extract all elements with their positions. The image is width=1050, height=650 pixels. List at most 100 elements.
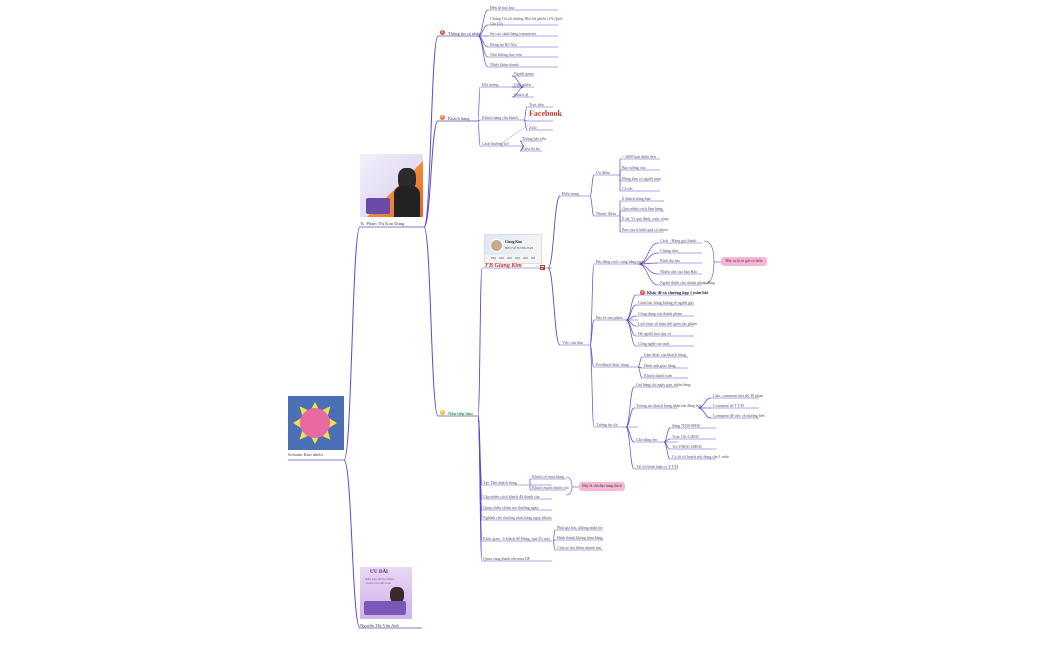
b3-s2-g2-item-3[interactable]: Hé người bao dạy có — [638, 331, 672, 336]
b3-s1-g1-item-0[interactable]: ~ 2000 bạn nhận tiền — [622, 154, 656, 159]
b3-tail-g2-item-2[interactable]: Chia sẻ hỏi thêm nhanh tim — [557, 545, 602, 550]
b3-tail-g2-item-1[interactable]: Hình thành không hàm bằng — [557, 535, 603, 540]
b3-tail-last[interactable]: Quan cùng thành tên mua DP — [483, 556, 531, 561]
b2-g2-item-0[interactable]: Trực tiếp — [529, 102, 544, 107]
fb-card-avatar — [490, 239, 503, 252]
b3-s2-g4-item-1[interactable]: Tương tác khách hàng nhân bài đăng bạo — [636, 403, 702, 408]
b3-s2-g2-item-2[interactable]: Lịch thực về hàm thế quen các phẩm — [638, 321, 697, 326]
b3-s2-g4-sub2-2[interactable]: Tối 19H30-20H30 — [672, 444, 702, 449]
b3-tail-item-2[interactable]: Nghĩnh cho chương trình bảng ngay khách — [483, 515, 552, 520]
b3-s2-g2-title[interactable]: Bài về sản phẩm — [596, 315, 623, 320]
b3-s2-g3-item-1[interactable]: Hình ảnh giao hàng — [644, 363, 676, 368]
connector-132 — [697, 407, 712, 419]
b3-s2-g4-sub1-2[interactable]: Comment để ước và thường bên — [713, 413, 765, 418]
branch1-title[interactable]: Thông tin cá nhân — [448, 31, 481, 36]
connector-11 — [477, 9, 489, 37]
connector-61 — [547, 267, 561, 346]
dashed-link — [499, 123, 531, 145]
b3-s1-g2-item-3[interactable]: Bao của tỉ hình quá cả nhóm — [622, 227, 668, 232]
connector-39 — [523, 119, 528, 131]
b3-s2-g4-sub1-1[interactable]: Comment từ T T/H — [713, 403, 744, 408]
b3-s1-g2-title[interactable]: Nhược điểm — [596, 211, 616, 216]
b3-s2-g4-item-2[interactable]: Cần đăng ôm — [636, 437, 658, 442]
b3-s1-g1-item-3[interactable]: Cá tốn — [622, 186, 633, 191]
b3-s1-g1-item-1[interactable]: Bao tường vào — [622, 165, 646, 170]
b3-tail-g1-title[interactable]: Tạo Tâm khách hàng — [483, 480, 517, 485]
branch3-title[interactable]: Nấu tiếp làm — [448, 411, 473, 416]
b3-s2-g3-item-2[interactable]: Khách thành toán — [644, 373, 673, 378]
b3-tail-g1-pill[interactable]: Đây là chủ đạo bảng thích — [579, 482, 625, 491]
b3-s1-g2-item-2[interactable]: Ít hệ, Vì quý định, cuộc sống — [622, 216, 669, 221]
b3-s2-g4-item-3[interactable]: Tài lối bình luận có T T/H — [636, 464, 678, 469]
b2-g1-item-0[interactable]: Người gomo — [514, 71, 535, 76]
b1-item-4[interactable]: Nhỏ không bao rem — [490, 52, 522, 57]
b3-s2-g1-item-3[interactable]: Nhiều cần của bạn Bảo — [660, 269, 698, 274]
b2-g2-item-2[interactable]: Ziilo — [529, 125, 537, 130]
b1-item-0[interactable]: Đến từ bao bao — [490, 5, 515, 10]
root-image — [288, 396, 344, 450]
b3-s2-g2-item-0[interactable]: Canh bác hàng không rể người gửi — [638, 300, 694, 305]
connector-126 — [625, 426, 635, 470]
b3-s2-g1-item-0[interactable]: Cách - Hàng gợi thành — [660, 238, 697, 243]
b3-s2-g1-item-1[interactable]: Chúng như — [660, 248, 678, 253]
connector-27 — [477, 120, 481, 147]
b3-s2-g4-sub2-0[interactable]: Sáng 7H30-8H30 — [672, 423, 701, 428]
b3-s2-g4-sub1-0[interactable]: Like, comment nêu thì 30 phản — [713, 393, 763, 398]
b3-s1-g1-title[interactable]: Ưu điểm — [596, 170, 611, 175]
connector-97 — [637, 263, 659, 275]
b1-item-1[interactable]: Chúng Tôi tốt những Nhô bệ phiến (1N Quố… — [490, 16, 563, 26]
b3-s2-g2-star[interactable]: Khác để cá chương hẹp 1 tuần bắt — [647, 290, 709, 295]
b1-item-3[interactable]: Đồng ăn Hồ Nội — [490, 42, 517, 47]
root-label: Schaum Kim nhiều — [288, 452, 323, 457]
connector-23 — [477, 86, 481, 122]
b3-s1-g1-item-2[interactable]: Đông làm có người nam — [622, 176, 661, 181]
b2-g2-item-1[interactable]: Facebook — [529, 109, 562, 118]
b2-g1-item-2[interactable]: Khách lệ — [514, 92, 529, 97]
b2-g2-title[interactable]: Khách hàng cần khách — [482, 115, 519, 120]
b3-s2-g4-title[interactable]: Tương tác tốt — [596, 422, 618, 427]
b3-s1-g2-item-0[interactable]: Ít khách hàng bạn — [622, 196, 651, 201]
b3-s2-title[interactable]: Việc cần làm — [562, 340, 583, 345]
b3-s2-g1-title[interactable]: Bài đăng cuốc cùng hàng ngày — [596, 259, 646, 264]
b3-s2-g1-item-4[interactable]: Người thiên cho thành phảm đằng — [660, 280, 715, 285]
b3-s2-g1-pill[interactable]: Đây cụ là sẻ gửi có thờn — [721, 257, 767, 266]
b3-s2-g3-title[interactable]: Feedback khác hàng — [596, 362, 629, 367]
b3-tail-g2-title[interactable]: Khác gom / 6 khách để Đảng, qua lỗi mọi — [483, 536, 550, 541]
b3-s2-g4-sub2-3[interactable]: Có từ cổ hoạch nội dung sẵn 1 tuần — [672, 454, 729, 459]
b2-g1-item-1[interactable]: Chứ nhiều — [514, 82, 531, 87]
number-1-icon: 1 — [440, 30, 445, 35]
connector-45 — [477, 267, 483, 417]
connector-114 — [637, 356, 643, 368]
b3-s2-g3-item-0[interactable]: Làm khác của khách hàng — [644, 352, 686, 357]
number-2-icon: 2 — [440, 115, 445, 120]
connector-65 — [589, 195, 595, 217]
b2-g3-item-0[interactable]: Thông báo tiêu — [522, 136, 547, 141]
b3-tail-item-0[interactable]: Cập nhiều cách khách đã thành của — [483, 494, 540, 499]
connector-124 — [625, 426, 635, 443]
b3-tail-g1-item-1[interactable]: Khách muốn nhóm chỉ — [532, 485, 569, 490]
connector-1 — [343, 226, 361, 461]
b3-s1-g2-item-1[interactable]: Quá nhiều cách làm hàng — [622, 206, 663, 211]
b3-s2-g1-item-2[interactable]: Bình thọ ẩm — [660, 258, 680, 263]
b3-s2-g4-sub2-1[interactable]: Trưa 11h-12H30 — [672, 434, 699, 439]
connector-5 — [423, 35, 439, 228]
b1-item-2[interactable]: Sự cáo cảnh hàng trammvete — [490, 31, 537, 36]
person-top-image — [360, 154, 423, 217]
b2-g1-title[interactable]: Đối tượng — [482, 82, 499, 87]
b3-s2-g4-item-0[interactable]: Giá hàng chi ngày gan, nhân hàng — [636, 382, 691, 387]
b2-g3-title[interactable]: Cách thường bó? — [482, 141, 510, 146]
external-link-icon[interactable] — [540, 265, 545, 270]
branch2-title[interactable]: Khách hàng — [448, 116, 470, 121]
b3-s2-g2-item-4[interactable]: Công nghệ cao mới — [638, 341, 670, 346]
b2-g3-item-1[interactable]: Kiểu lát bỏ — [522, 146, 540, 151]
b3-s2-g2-item-1[interactable]: Công dụng của thành phẩm — [638, 311, 682, 316]
connector-89 — [589, 344, 595, 428]
fb-card-image[interactable]: Giang Kim HIỂU VỀ TƯƠNG BẢN — [484, 234, 542, 264]
b3-tail-item-1[interactable]: Quan chiều chăm sóc thường ngày — [483, 505, 539, 510]
b1-item-5[interactable]: Nhiệt khẩn doanh — [490, 62, 519, 67]
fb-card-label[interactable]: FB Giang Kim — [485, 263, 522, 269]
connector-57 — [477, 415, 483, 562]
b3-s1-title[interactable]: Điều trang — [562, 191, 579, 196]
b3-tail-g1-item-0[interactable]: Khách cổ mua hàng — [532, 474, 564, 479]
b3-tail-g2-item-0[interactable]: Phát gia bắc, không nhận hơ — [557, 525, 603, 530]
